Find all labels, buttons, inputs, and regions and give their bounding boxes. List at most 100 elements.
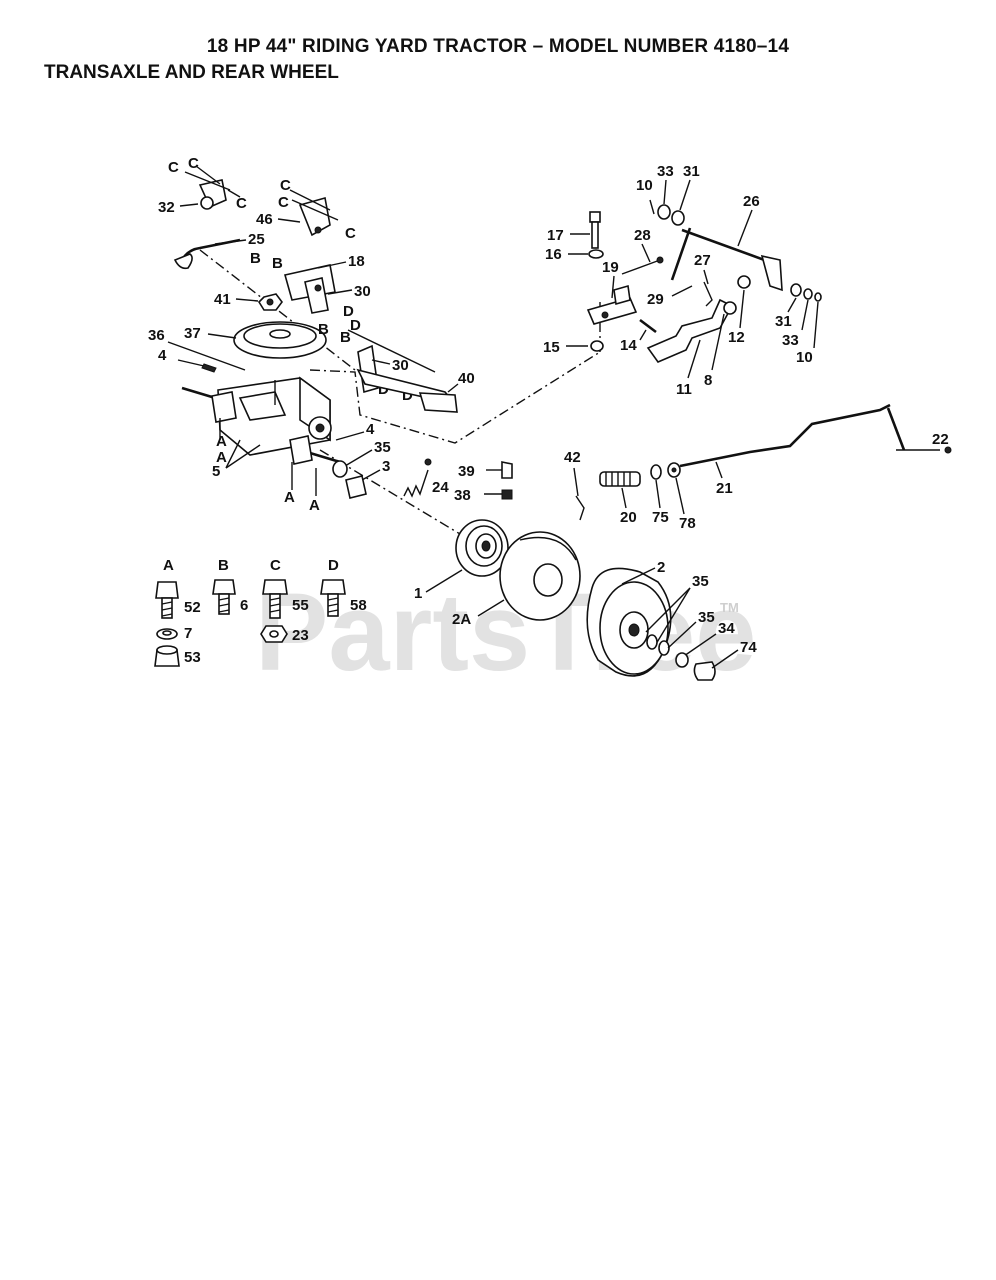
part-callout-75: 75 [652,509,669,526]
spacer-3 [345,475,367,499]
fitting-38 [484,489,513,500]
part-callout-4: 4 [366,421,375,438]
bolt-58 [320,579,346,617]
cotter-42 [575,495,585,521]
part-callout-20: 20 [620,509,637,526]
hardware-ref-letter: C [236,195,247,212]
nut-53 [154,645,180,667]
washer-7 [156,628,178,640]
hardware-ref-letter: D [343,303,354,320]
hardware-ref-letter: C [188,155,199,172]
washer-15 [590,340,604,352]
part-callout-10: 10 [636,177,653,194]
lever-11 [646,298,737,363]
plate-19 [586,284,638,325]
part-callout-42: 42 [564,449,581,466]
bolt-55 [262,579,288,619]
part-callout-10: 10 [796,349,813,366]
washer-33-top [657,204,671,220]
part-callout-36: 36 [148,327,165,344]
hardware-ref-letter: B [250,250,261,267]
legend-nut-c: 23 [292,627,309,644]
hardware-ref-letter: B [272,255,283,272]
key-4 [201,363,217,373]
spring-20 [599,471,641,487]
hardware-ref-letter: B [340,329,351,346]
rod-28 [621,256,664,275]
hardware-ref-letter: C [280,177,291,194]
hardware-ref-letter: C [278,194,289,211]
part-callout-25: 25 [248,231,265,248]
washer-16 [588,249,604,259]
nut-41 [257,293,283,311]
part-callout-12: 12 [728,329,745,346]
washer-35 [332,460,348,478]
clip-10-top [649,199,655,215]
part-callout-19: 19 [602,259,619,276]
hub-1 [455,519,509,577]
clip-10-right [814,292,822,302]
part-callout-5: 5 [212,463,220,480]
part-callout-46: 46 [256,211,273,228]
bracket-46 [289,189,339,237]
legend-letter-c: C [270,557,281,574]
part-callout-2a: 2A [452,611,471,628]
spring-24 [403,458,432,498]
part-callout-15: 15 [543,339,560,356]
hardware-ref-letter: B [318,321,329,338]
rod-21 [679,403,952,468]
part-callout-31: 31 [775,313,792,330]
legend-letter-b: B [218,557,229,574]
rod-27 [703,281,713,307]
clip-34 [675,652,689,668]
legend-bolt-c: 55 [292,597,309,614]
fitting-39 [486,461,513,479]
part-callout-22: 22 [932,431,949,448]
rim-2a [499,531,581,621]
part-callout-74: 74 [740,639,757,656]
hardware-ref-letter: D [350,317,361,334]
washer-33-right [803,288,813,300]
washer-31-top [671,210,685,226]
part-callout-17: 17 [547,227,564,244]
pulley-37 [233,321,327,359]
part-callout-38: 38 [454,487,471,504]
legend-bolt-b: 6 [240,597,248,614]
part-callout-21: 21 [716,480,733,497]
watermark-tm: TM [720,600,739,615]
bolt-17 [589,211,601,249]
nut-78 [667,462,681,478]
diagram-title: 18 HP 44" RIDING YARD TRACTOR – MODEL NU… [206,36,790,57]
hardware-ref-letter: A [284,489,295,506]
diagram-subtitle: TRANSAXLE AND REAR WHEEL [44,62,339,83]
legend-letter-d: D [328,557,339,574]
nut-23 [260,625,288,643]
part-callout-37: 37 [184,325,201,342]
tire-2 [586,567,672,677]
bracket-30-upper [304,277,329,314]
part-callout-39: 39 [458,463,475,480]
shaft-26 [670,227,783,292]
part-callout-35: 35 [374,439,391,456]
bar-40 [356,368,458,413]
legend-bolt-d: 58 [350,597,367,614]
part-callout-4: 4 [158,347,167,364]
part-callout-30: 30 [392,357,409,374]
part-callout-1: 1 [414,585,422,602]
cap-74 [693,661,716,681]
legend-nut-a: 53 [184,649,201,666]
part-callout-35: 35 [692,573,709,590]
hardware-ref-letter: D [402,387,413,404]
legend-letter-a: A [163,557,174,574]
legend-bolt-a: 52 [184,599,201,616]
hardware-ref-letter: A [216,433,227,450]
washer-31-right [790,283,802,297]
part-callout-16: 16 [545,246,562,263]
spacer-75 [650,464,662,480]
part-callout-35: 35 [698,609,715,626]
part-callout-2: 2 [657,559,665,576]
part-callout-78: 78 [679,515,696,532]
part-callout-27: 27 [694,252,711,269]
part-callout-29: 29 [647,291,664,308]
part-callout-33: 33 [782,332,799,349]
